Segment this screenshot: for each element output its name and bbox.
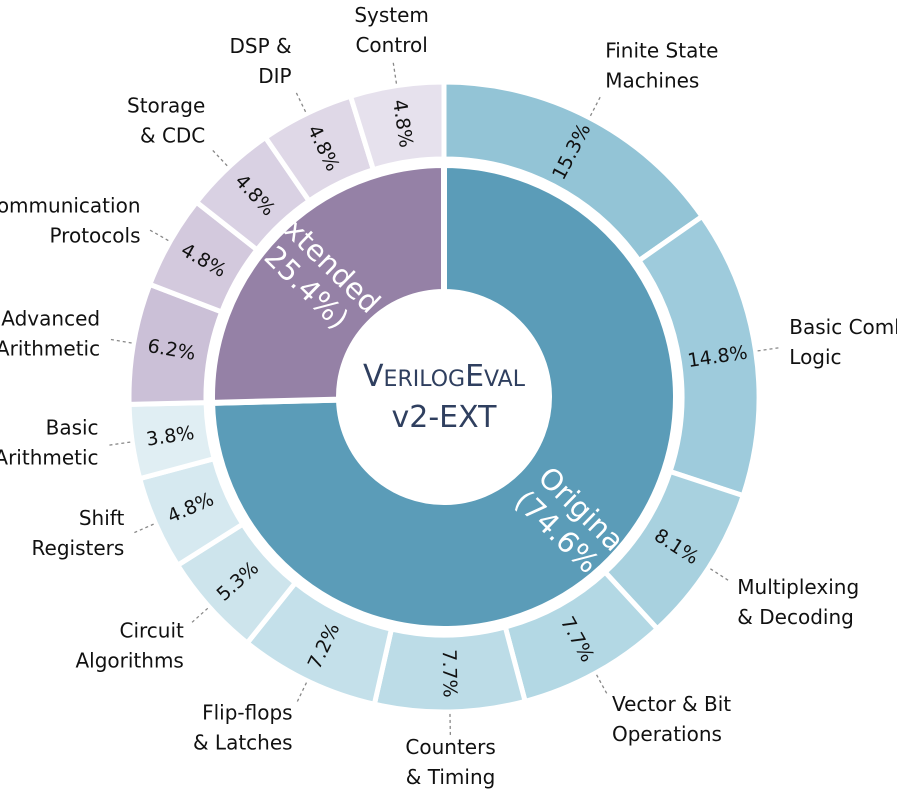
category-label-line: & Decoding: [737, 605, 854, 629]
connector-storage-cdc: [211, 149, 228, 167]
outer-slice-system-control: [347, 79, 447, 173]
category-label-line: & Latches: [193, 730, 293, 754]
category-label-line: Arithmetic: [0, 337, 100, 361]
category-label-line: Vector & Bit: [612, 692, 731, 716]
category-label-line: Algorithms: [75, 649, 183, 673]
category-label-line: & Timing: [406, 765, 496, 789]
inner-ring: Original(74.6%)Extended(25.4%): [208, 161, 679, 632]
category-label-line: Machines: [605, 68, 699, 92]
category-label-communication-protocols: CommunicationProtocols: [0, 194, 140, 248]
center-title-line2: v2-EXT: [392, 400, 498, 435]
connector-finite-state-machines: [589, 96, 602, 117]
category-label-line: Logic: [789, 345, 841, 369]
connector-dsp-dip: [295, 91, 307, 113]
connector-system-control: [392, 61, 398, 84]
category-label-line: Multiplexing: [737, 575, 859, 599]
category-label-line: Control: [355, 33, 427, 57]
outer-ring: 15.3%14.8%8.1%7.7%7.7%7.2%5.3%4.8%3.8%6.…: [126, 79, 762, 715]
connector-flip-flops-latches: [296, 682, 308, 703]
category-label-counters-timing: Counters & Timing: [405, 735, 495, 789]
connector-multiplexing-decoding: [710, 568, 730, 582]
category-label-dsp-dip: DSP & DIP: [229, 34, 291, 88]
pct-label-counters-timing: 7.7%: [438, 649, 461, 698]
connector-vector-bit-operations: [596, 674, 608, 695]
category-label-line: DSP &: [229, 34, 291, 58]
category-label-line: Finite State: [605, 38, 718, 62]
connector-communication-protocols: [148, 229, 169, 242]
connector-basic-comb-logic: [757, 347, 780, 352]
category-label-line: DIP: [258, 64, 291, 88]
category-label-line: Flip-flops: [202, 700, 292, 724]
center-hole: [339, 292, 549, 502]
category-label-flip-flops-latches: Flip-flops & Latches: [193, 700, 293, 754]
category-label-line: Circuit: [119, 619, 184, 643]
category-label-storage-cdc: Storage & CDC: [127, 93, 205, 147]
category-label-line: Registers: [32, 536, 125, 560]
category-label-line: Basic: [46, 416, 99, 440]
category-label-line: Protocols: [49, 224, 140, 248]
category-label-line: & CDC: [140, 123, 205, 147]
category-label-line: Basic Comb: [789, 315, 897, 339]
category-label-line: Advanced: [1, 307, 100, 331]
category-label-line: System: [354, 3, 429, 27]
category-label-line: Shift: [79, 506, 125, 530]
category-label-line: Communication: [0, 194, 140, 218]
connector-advanced-arithmetic: [109, 338, 132, 344]
category-label-multiplexing-decoding: Multiplexing & Decoding: [737, 575, 859, 629]
category-label-line: Arithmetic: [0, 446, 99, 470]
category-label-line: Counters: [405, 735, 495, 759]
category-label-line: Storage: [127, 93, 205, 117]
category-label-line: Operations: [612, 722, 722, 746]
center-title-line1: VERILOGEVAL: [363, 359, 526, 394]
label-connectors: [108, 61, 780, 736]
connector-shift-registers: [133, 523, 154, 534]
connector-basic-arithmetic: [108, 441, 131, 446]
connector-circuit-algorithms: [190, 607, 209, 624]
